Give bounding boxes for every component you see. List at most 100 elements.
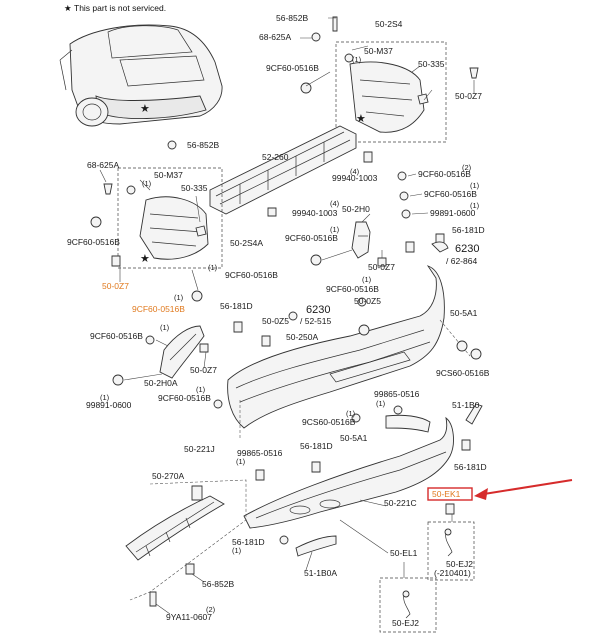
label-50-5A1-c: 50-5A1 [340,433,368,443]
label-50-221C: 50-221C [384,498,417,508]
label-50-335-right: 50-335 [418,59,445,69]
label-99891-0600-r: 99891-0600 [430,208,476,218]
label-9CF60-0516B-ll: 9CF60-0516B [90,331,143,341]
label-9CF60-0516B-r2: 9CF60-0516B [424,189,477,199]
label-99940-1003-b: 99940-1003 [292,208,338,218]
label-50-M37-right: 50-M37 [364,46,393,56]
red-arrow-head-icon [474,488,488,500]
label-52-515: / 52-515 [300,316,331,326]
star-50-2s4: ★ [356,113,366,125]
bracket-50-2h0a [112,325,209,386]
qty-99940-1003-a: (4) [350,167,360,176]
qty-99865-r: (1) [376,399,386,408]
label-50-221J: 50-221J [184,444,215,454]
label-9CF60-0516B-cr: 9CF60-0516B [326,284,379,294]
label-99940-1003-a: 99940-1003 [332,173,378,183]
label-52-260: 52-260 [262,152,289,162]
label-51-1B0: 51-1B0 [452,400,480,410]
label-50-250A: 50-250A [286,332,318,342]
label-50-0Z7-ll: 50-0Z7 [190,365,217,375]
reinforcement-52-260 [167,125,373,217]
bracket-50-270a [125,479,247,607]
qty-50-M37-left: (1) [142,179,152,188]
legend: ★ This part is not serviced. [64,3,166,13]
qty-9CS60-c: (1) [346,409,356,418]
detail-50-ej2-b: 50-EJ2 [379,562,437,633]
label-99891-0600-l: 99891-0600 [86,400,132,410]
label-9CF60-0516B-cl: 9CF60-0516B [225,270,278,280]
qty-9YA11: (2) [206,605,216,614]
label-210401: (-210401) [434,568,471,578]
label-9YA11-0607: 9YA11-0607 [166,612,212,622]
star-symbol: ★ [64,3,72,13]
bracket-group-50-2s4: ★ [300,16,479,143]
label-50-5A1-r: 50-5A1 [450,308,478,318]
label-56-181D-lc: 56-181D [300,441,333,451]
bumper-cover-50-221j [227,265,482,440]
star-50-2s4a: ★ [140,253,150,265]
qty-56-181D-b: (1) [232,546,242,555]
label-99865-0516-r: 99865-0516 [374,389,420,399]
label-56-181D-b: 56-181D [232,537,265,547]
label-6230-r: 6230 [455,243,479,255]
qty-9CF60-r1: (2) [462,163,472,172]
legend-note: This part is not serviced. [74,3,166,13]
label-9CF60-0516B-orange: 9CF60-0516B [132,304,185,314]
bracket-50-2h0 [310,213,387,267]
label-50-270A: 50-270A [152,471,184,481]
label-9CF60-0516B-r1: 9CF60-0516B [418,169,471,179]
qty-9CF60-lc: (1) [196,385,206,394]
label-56-181D-c: 56-181D [220,301,253,311]
label-50-2H0: 50-2H0 [342,204,370,214]
label-50-2S4A: 50-2S4A [230,238,263,248]
label-50-EJ2-b: 50-EJ2 [392,618,419,628]
label-99865-0516-l: 99865-0516 [237,448,283,458]
label-50-M37-left: 50-M37 [154,170,183,180]
vehicle-rear-illustration: ★ [59,24,223,127]
detail-50-ej2-a: 50-EJ2 (-210401) [427,514,475,581]
red-arrow-shaft [483,479,573,495]
label-50-0Z5-c: 50-0Z5 [262,316,289,326]
not-serviced-star: ★ [140,103,150,115]
highlight-50-EK1: 50-EK1 [427,479,573,515]
lower-bumper-50-221c [243,403,483,557]
label-68-625A-left: 68-625A [87,160,119,170]
label-9CF60-0516B-lc: 9CF60-0516B [158,393,211,403]
label-50-2S4: 50-2S4 [375,19,403,29]
label-9CF60-0516B-tr: 9CF60-0516B [266,63,319,73]
label-50-0Z7-left: 50-0Z7 [102,281,129,291]
label-50-EK1: 50-EK1 [432,489,461,499]
label-56-852B-b: 56-852B [202,579,234,589]
label-56-852B-mid: 56-852B [187,140,219,150]
label-56-181D-rr: 56-181D [454,462,487,472]
qty-99891-r: (1) [470,201,480,210]
label-9CF60-0516B-c: 9CF60-0516B [285,233,338,243]
label-9CS60-0516B-r: 9CS60-0516B [436,368,490,378]
label-50-EL1: 50-EL1 [390,548,418,558]
qty-50-M37-right: (1) [352,55,362,64]
label-50-335-left: 50-335 [181,183,208,193]
qty-9CF60-orange: (1) [174,293,184,302]
bracket-group-50-2s4a: ★ [90,167,223,302]
qty-99940-1003-b: (4) [330,199,340,208]
label-62-864: / 62-864 [446,256,477,266]
label-56-181D-r: 56-181D [452,225,485,235]
label-51-1B0A: 51-1B0A [304,568,337,578]
label-68-625A-top: 68-625A [259,32,291,42]
label-50-EJ2-a: 50-EJ2 [446,559,473,569]
highlight-box [427,487,473,501]
label-6230-c: 6230 [306,304,330,316]
qty-9CF60-c: (1) [330,225,340,234]
label-9CF60-0516B-left: 9CF60-0516B [67,237,120,247]
label-9CS60-0516B-c: 9CS60-0516B [302,417,356,427]
qty-9CF60-cr: (1) [362,275,372,284]
label-56-852B-top: 56-852B [276,13,308,23]
qty-99865-l: (1) [236,457,246,466]
qty-9CF60-ll: (1) [160,323,170,332]
label-50-2H0A: 50-2H0A [144,378,178,388]
qty-9CF60-r2: (1) [470,181,480,190]
qty-99891-l: (1) [100,393,110,402]
qty-9CF60-cl: (1) [208,263,218,272]
label-50-0Z7-c: 50-0Z7 [368,262,395,272]
